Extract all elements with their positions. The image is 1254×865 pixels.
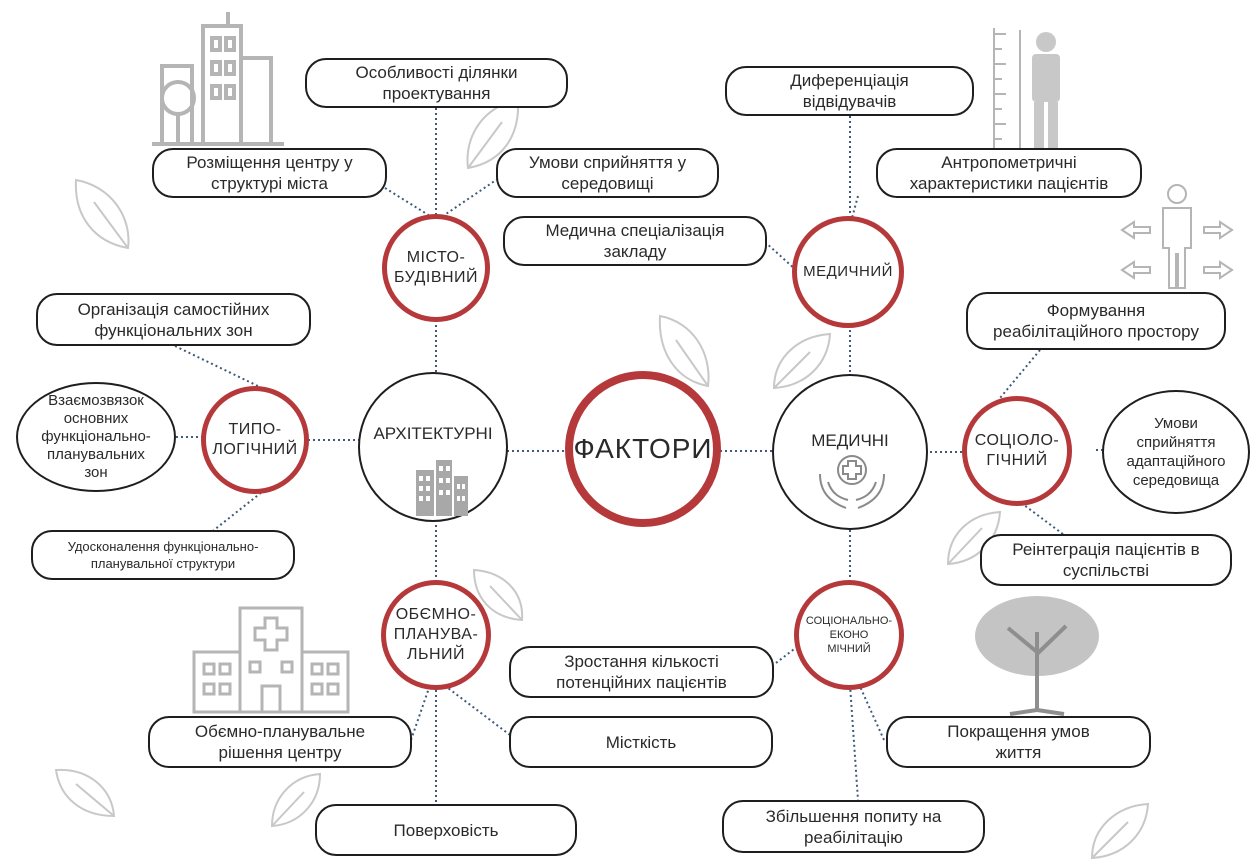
leaf-icon (772, 332, 832, 390)
category-typological-label: ТИПО- ЛОГІЧНИЙ (212, 421, 298, 458)
category-socioeconomic-label: СОЦІОНАЛЬНО- ЕКОНО МІЧНИЙ (805, 615, 893, 655)
ruler-person-icon (993, 28, 1060, 148)
category-urban: МІСТО- БУДІВНИЙ (382, 214, 490, 322)
factor-floors: Поверховість (315, 804, 577, 856)
factor-site-features: Особливості ділянки проектування (305, 58, 568, 108)
factor-volumetric-solution: Обємно-планувальне рішення центру (148, 716, 412, 768)
factor-independent-zones: Організація самостійних функціональних з… (36, 293, 311, 346)
center-label: ФАКТОРИ (573, 433, 713, 464)
hospital-icon (192, 606, 350, 714)
category-typological: ТИПО- ЛОГІЧНИЙ (201, 386, 309, 494)
factor-city-placement: Розміщення центру у структурі міста (152, 148, 387, 198)
medical-main-label: МЕДИЧНІ (811, 431, 889, 450)
factor-capacity: Місткість (509, 716, 773, 768)
factor-perception-env: Умови сприйняття у середовищі (496, 148, 719, 198)
leaf-icon (472, 568, 524, 622)
factor-visitor-differentiation: Диференціація відвідувачів (725, 66, 974, 116)
factor-adaptive-env: Умови сприйняття адаптаційного середовищ… (1102, 390, 1250, 514)
category-volumetric-label: ОБЄМНО- ПЛАНУВА- ЛЬНИЙ (393, 606, 479, 663)
factor-rehab-demand: Збільшення попиту на реабілітацію (722, 800, 985, 853)
leaf-icon (270, 772, 322, 828)
center-factors: ФАКТОРИ (565, 371, 721, 527)
category-medical-label: МЕДИЧНИЙ (803, 263, 893, 280)
category-sociological: СОЦІОЛО- ГІЧНИЙ (962, 396, 1072, 506)
architectural-circle: АРХІТЕКТУРНІ (358, 372, 508, 522)
buildings-icon (152, 12, 284, 146)
factor-patient-growth: Зростання кількості потенційних пацієнті… (509, 646, 774, 698)
hands-cross-icon (819, 455, 885, 509)
medical-circle: МЕДИЧНІ (772, 374, 928, 530)
category-medical: МЕДИЧНИЙ (792, 216, 904, 328)
leaf-icon (54, 768, 116, 818)
category-volumetric: ОБЄМНО- ПЛАНУВА- ЛЬНИЙ (381, 580, 491, 690)
office-buildings-icon (416, 460, 468, 516)
leaf-icon (74, 178, 130, 250)
leaf-icon (1090, 802, 1150, 860)
factor-med-specialization: Медична спеціалізація закладу (503, 216, 767, 266)
category-urban-label: МІСТО- БУДІВНИЙ (393, 249, 479, 286)
category-socioeconomic: СОЦІОНАЛЬНО- ЕКОНО МІЧНИЙ (794, 580, 904, 690)
leaf-icon (946, 510, 1002, 566)
factor-reintegration: Реінтеграція пацієнтів в суспільстві (980, 534, 1232, 586)
factor-life-improvement: Покращення умов життя (886, 716, 1151, 768)
leaf-icon (658, 314, 710, 388)
factor-zone-relations: Взаємозвязок основних функціонально- пла… (16, 382, 176, 492)
factor-rehab-space: Формування реабілітаційного простору (966, 292, 1226, 350)
tree-icon (975, 596, 1099, 716)
person-arrows-icon (1120, 184, 1234, 289)
category-sociological-label: СОЦІОЛО- ГІЧНИЙ (974, 432, 1060, 469)
factor-structure-improvement: Удосконалення функціонально- планувально… (31, 530, 295, 580)
architectural-label: АРХІТЕКТУРНІ (373, 424, 493, 443)
factor-anthropometric: Антропометричні характеристики пацієнтів (876, 148, 1142, 198)
